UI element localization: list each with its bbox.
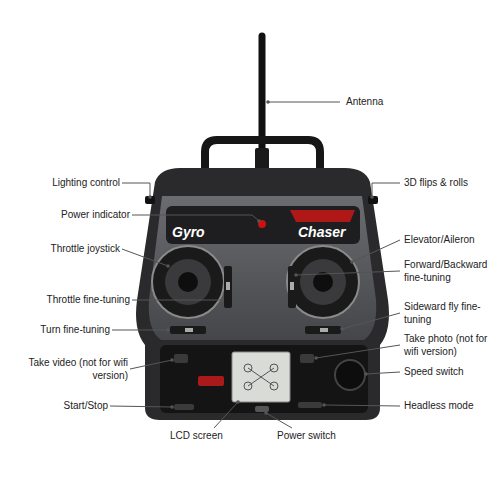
brand-logo: Chaser [298,224,345,242]
speed-label: Speed switch [404,366,463,379]
fwd-trim-label: Forward/Backward fine-tuning [404,259,496,284]
lcd-label: LCD screen [170,430,223,443]
elevator-label: Elevator/Aileron [404,234,475,247]
lighting-label: Lighting control [52,177,120,190]
power-switch-label: Power switch [277,430,336,443]
brand-logo: Gyro [172,224,205,242]
photo-label: Take photo (not for wifi version) [404,333,496,358]
headless-label: Headless mode [404,400,473,413]
flip-label: 3D flips & rolls [404,177,468,190]
antenna-label: Antenna [346,96,383,109]
throttle-label: Throttle joystick [51,243,120,256]
throttle-trim-label: Throttle fine-tuning [47,294,130,307]
side-trim-label: Sideward fly fine-tuning [404,301,496,326]
start-label: Start/Stop [64,400,108,413]
turn-trim-label: Turn fine-tuning [40,324,110,337]
power-indicator-label: Power indicator [61,209,130,222]
video-label: Take video (not for wifi version) [16,357,128,382]
